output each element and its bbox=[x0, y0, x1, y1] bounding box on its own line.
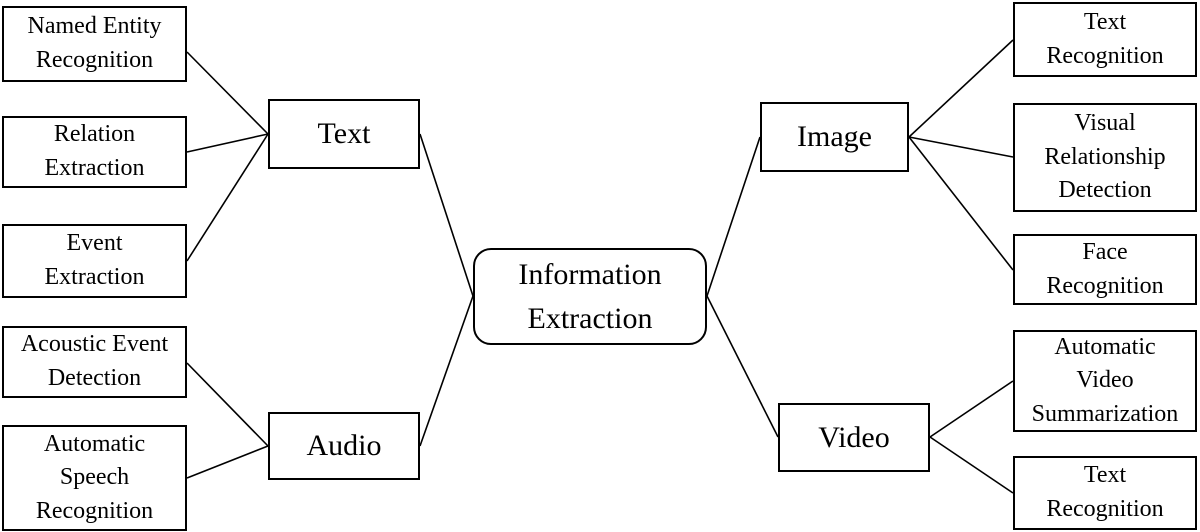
edge-center-video bbox=[706, 295, 779, 438]
edge-image-face bbox=[908, 136, 1014, 271]
leaf-label-line: Extraction bbox=[44, 155, 145, 181]
leaf-label-line: Face bbox=[1082, 238, 1128, 265]
edge-image-text-recognition bbox=[908, 39, 1014, 138]
category-label: Image bbox=[797, 120, 872, 153]
leaf-label-line: Relation bbox=[53, 121, 136, 148]
leaf-label-line: Text bbox=[1083, 8, 1127, 35]
leaf-automatic-video-summarization: Automatic Video Summarization bbox=[1013, 330, 1197, 432]
leaf-label-line: Recognition bbox=[35, 47, 154, 73]
leaf-label-line: Automatic bbox=[43, 430, 146, 457]
leaf-face-recognition: Face Recognition bbox=[1013, 234, 1197, 305]
center-label-line: Extraction bbox=[527, 301, 653, 335]
leaf-label-line: Recognition bbox=[1046, 272, 1164, 299]
edge-audio-speech bbox=[186, 445, 269, 479]
leaf-label-line: Recognition bbox=[1046, 42, 1164, 69]
leaf-label-line: Recognition bbox=[35, 497, 154, 524]
leaf-label-line: Automatic bbox=[1054, 333, 1156, 360]
leaf-label-line: Video bbox=[1076, 367, 1134, 394]
edge-video-summarization bbox=[929, 380, 1014, 438]
edge-text-event bbox=[186, 133, 269, 262]
edge-image-visual bbox=[908, 136, 1014, 158]
category-label: Video bbox=[818, 420, 890, 454]
leaf-named-entity-recognition: Named Entity Recognition bbox=[2, 6, 187, 82]
edge-video-text-recognition bbox=[929, 436, 1014, 494]
leaf-label-line: Named Entity bbox=[27, 13, 162, 40]
category-video: Video bbox=[778, 403, 930, 472]
leaf-label-line: Acoustic Event bbox=[20, 331, 169, 358]
leaf-label-line: Text bbox=[1083, 462, 1127, 489]
leaf-label-line: Recognition bbox=[1046, 496, 1164, 522]
category-label: Audio bbox=[306, 429, 382, 462]
leaf-label-line: Speech bbox=[59, 464, 130, 491]
leaf-label-line: Visual bbox=[1074, 110, 1136, 137]
edge-text-relation bbox=[186, 133, 269, 153]
center-label-line: Information bbox=[518, 258, 662, 291]
center-information-extraction: Information Extraction bbox=[473, 248, 707, 345]
edge-text-named-entity bbox=[186, 51, 269, 135]
edge-center-audio bbox=[419, 295, 474, 447]
leaf-image-text-recognition: Text Recognition bbox=[1013, 2, 1197, 77]
leaf-video-text-recognition: Text Recognition bbox=[1013, 456, 1197, 530]
leaf-label-line: Relationship bbox=[1044, 143, 1166, 170]
leaf-label-line: Extraction bbox=[44, 264, 145, 290]
leaf-label-line: Event bbox=[66, 230, 123, 257]
edge-audio-acoustic bbox=[186, 362, 269, 447]
category-audio: Audio bbox=[268, 412, 420, 480]
edge-center-image bbox=[706, 136, 761, 297]
leaf-label-line: Detection bbox=[1058, 177, 1152, 204]
leaf-acoustic-event-detection: Acoustic Event Detection bbox=[2, 326, 187, 398]
leaf-visual-relationship-detection: Visual Relationship Detection bbox=[1013, 103, 1197, 212]
leaf-label-line: Summarization bbox=[1031, 400, 1179, 427]
category-image: Image bbox=[760, 102, 909, 172]
leaf-event-extraction: Event Extraction bbox=[2, 224, 187, 298]
leaf-relation-extraction: Relation Extraction bbox=[2, 116, 187, 188]
category-label: Text bbox=[317, 117, 371, 150]
leaf-automatic-speech-recognition: Automatic Speech Recognition bbox=[2, 425, 187, 531]
edge-center-text bbox=[419, 133, 474, 297]
category-text: Text bbox=[268, 99, 420, 169]
leaf-label-line: Detection bbox=[47, 365, 142, 391]
